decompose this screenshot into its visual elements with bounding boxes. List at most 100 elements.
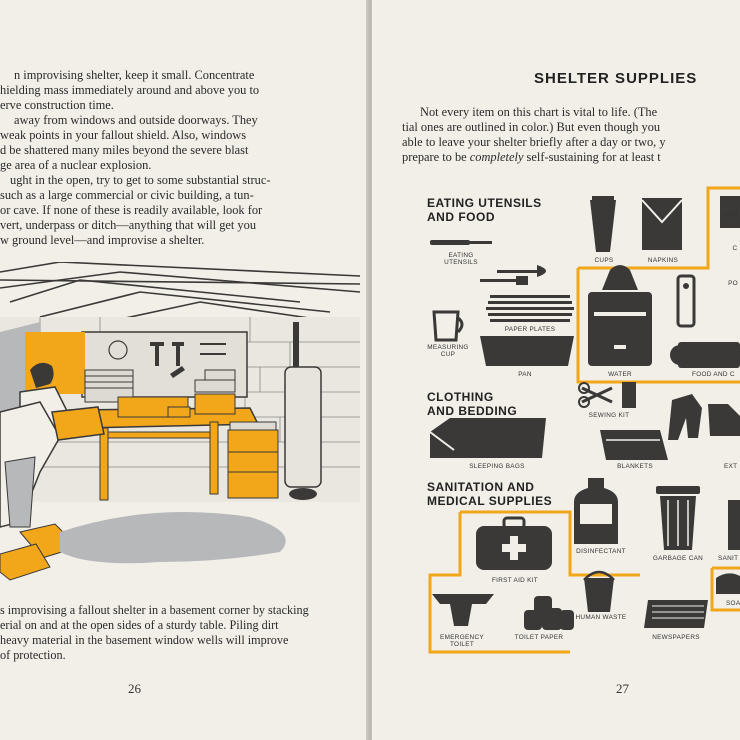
section-line: SANITATION AND — [427, 480, 535, 494]
label-garbage-can: GARBAGE CAN — [652, 555, 704, 562]
soap-icon — [716, 573, 740, 594]
supplies-chart — [428, 186, 740, 654]
garbage-can-icon — [656, 486, 700, 550]
label-line: EATING — [448, 252, 474, 259]
label-human-waste: HUMAN WASTE — [575, 614, 627, 621]
label-po: PO — [728, 280, 738, 287]
left-line: such as a large commercial or civic buil… — [0, 188, 254, 202]
sleeping-bag-icon — [429, 418, 546, 458]
newspapers-icon — [644, 600, 708, 628]
utensils-icon — [430, 240, 546, 285]
water-can-icon — [588, 265, 652, 366]
section-line: MEDICAL SUPPLIES — [427, 494, 553, 508]
label-paper-plates: PAPER PLATES — [504, 326, 556, 333]
intro-line: prepare to be completely self-sustaining… — [402, 150, 740, 165]
paper-plates-icon — [486, 295, 574, 322]
label-pan: PAN — [518, 371, 532, 378]
sanitary-supplies-icon — [728, 500, 740, 550]
left-body-text: n improvising shelter, keep it small. Co… — [0, 68, 318, 248]
left-line: d be shattered many miles beyond the sev… — [0, 143, 249, 157]
essential-outline — [428, 186, 740, 654]
intro-text-segment: self-sustaining for at least t — [523, 150, 661, 164]
label-eating-utensils: EATING UTENSILS — [438, 252, 484, 266]
section-eating: EATING UTENSILS AND FOOD — [427, 196, 542, 224]
book-stacks-icon — [227, 421, 279, 499]
section-clothing: CLOTHING AND BEDDING — [427, 390, 517, 418]
left-line: ge area of a nuclear explosion. — [0, 158, 152, 172]
label-blankets: BLANKETS — [617, 463, 653, 470]
napkins-icon — [641, 198, 683, 250]
label-line: TOILET — [449, 641, 475, 648]
toilet-paper-icon — [524, 596, 574, 630]
first-aid-kit-icon — [476, 516, 552, 570]
left-line: vert, underpass or ditch—anything that w… — [0, 218, 257, 232]
bottle-opener-icon — [720, 196, 740, 228]
ceiling-beams-icon — [0, 262, 360, 333]
left-line: w ground level—and improvise a shelter. — [0, 233, 205, 247]
shield-block-icon — [25, 332, 85, 394]
emergency-toilet-icon — [432, 594, 494, 626]
left-line: away from windows and outside doorways. … — [14, 113, 258, 127]
sewing-kit-icon — [578, 382, 636, 408]
left-line: erve construction time. — [0, 98, 114, 112]
intro-line: able to leave your shelter briefly after… — [402, 135, 666, 149]
label-newspapers: NEWSPAPERS — [652, 634, 700, 641]
page-number-right: 27 — [616, 681, 629, 696]
label-measuring-cup: MEASURING CUP — [424, 344, 472, 358]
intro-text-segment: prepare to be — [402, 150, 470, 164]
caption-line: heavy material in the basement window we… — [0, 633, 289, 647]
food-cans-icon — [670, 342, 740, 368]
intro-line: Not every item on this chart is vital to… — [420, 105, 658, 119]
label-bot: BOT — [724, 212, 740, 219]
label-sanit: SANIT — [718, 555, 739, 562]
left-line: weak points in your fallout shield. Also… — [0, 128, 247, 142]
label-sewing-kit: SEWING KIT — [588, 412, 630, 419]
left-line: ught in the open, try to get to some sub… — [10, 173, 271, 187]
left-page: n improvising shelter, keep it small. Co… — [0, 0, 368, 740]
label-toilet-paper: TOILET PAPER — [514, 634, 564, 641]
label-water: WATER — [608, 371, 632, 378]
caption-line: s improvising a fallout shelter in a bas… — [0, 603, 309, 617]
label-ext: EXT — [724, 463, 738, 470]
label-cups: CUPS — [594, 257, 614, 264]
basement-shelter-illustration — [0, 262, 360, 581]
intro-emphasis: completely — [469, 150, 524, 164]
label-sleeping-bags: SLEEPING BAGS — [469, 463, 525, 470]
left-line: n improvising shelter, keep it small. Co… — [14, 68, 255, 82]
clothing-icon — [668, 394, 740, 440]
stacked-material-icon — [84, 369, 236, 418]
intro-line: tial ones are outlined in color.) But ev… — [402, 120, 661, 134]
label-disinfectant: DISINFECTANT — [576, 548, 626, 555]
blankets-icon — [600, 430, 668, 460]
pan-icon — [480, 336, 574, 366]
section-line: AND BEDDING — [427, 404, 518, 418]
disinfectant-jug-icon — [574, 478, 618, 544]
label-line: EMERGENCY — [440, 634, 484, 641]
intro-text: Not every item on this chart is vital to… — [402, 105, 740, 165]
section-line: EATING UTENSILS — [427, 196, 542, 210]
human-waste-bucket-icon — [583, 570, 615, 612]
can-opener-icon — [676, 274, 696, 328]
label-c: C — [732, 245, 738, 252]
left-caption: s improvising a fallout shelter in a bas… — [0, 603, 320, 663]
left-line: hielding mass immediately around and abo… — [0, 83, 260, 97]
caption-line: erial on and at the open sides of a stur… — [0, 618, 279, 632]
measuring-cup-icon — [432, 310, 464, 342]
label-soa: SOA — [726, 600, 740, 607]
label-line: MEASURING — [427, 344, 469, 351]
section-sanitation: SANITATION AND MEDICAL SUPPLIES — [427, 480, 552, 508]
left-line: or cave. If none of these is readily ava… — [0, 203, 263, 217]
man-carrying-box-icon — [0, 362, 105, 528]
page-number-left: 26 — [128, 681, 141, 696]
caption-line: of protection. — [0, 648, 66, 662]
label-napkins: NAPKINS — [647, 257, 679, 264]
water-heater-icon — [284, 322, 322, 500]
section-line: AND FOOD — [427, 210, 495, 224]
book-gutter — [366, 0, 374, 740]
label-line: CUP — [440, 351, 456, 358]
cups-icon — [590, 196, 616, 252]
right-page: SHELTER SUPPLIES Not every item on this … — [372, 0, 740, 740]
label-emergency-toilet: EMERGENCY TOILET — [434, 634, 490, 648]
section-line: CLOTHING — [427, 390, 494, 404]
